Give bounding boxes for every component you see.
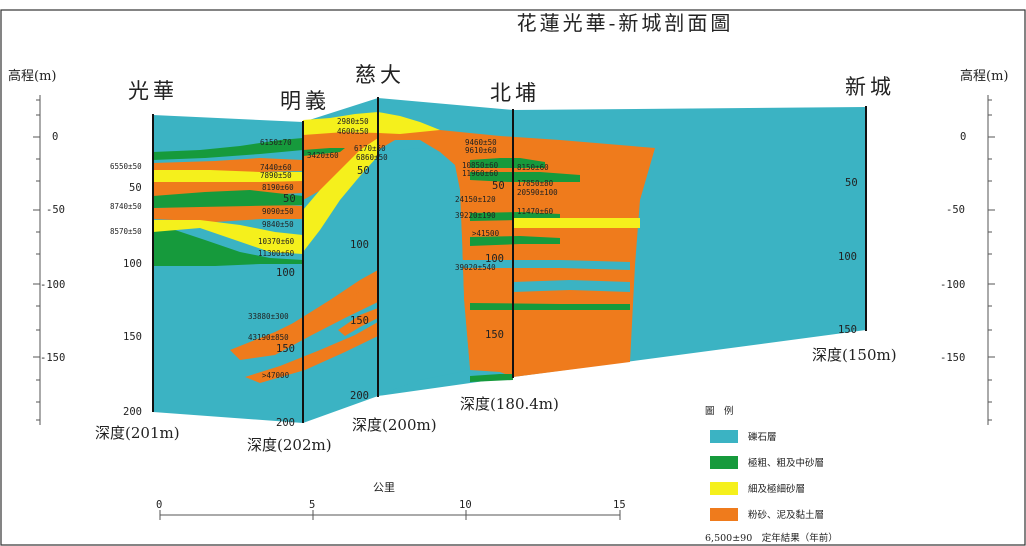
right-elevation-axis: 高程(m) 0 -50 -100 -150: [940, 68, 1008, 425]
legend-label-fine-sand: 細及極細砂層: [748, 483, 805, 495]
site-name-cida: 慈大: [355, 63, 405, 87]
date-beipu-2: 9610±60: [465, 146, 497, 155]
left-axis-label: 高程(m): [8, 68, 56, 84]
date-cida-1: 2980±50: [337, 117, 369, 126]
date-mingyi-6: 9840±50: [262, 220, 294, 229]
date-beipu-4: 11960±60: [462, 169, 499, 178]
xincheng-tick-50: 50: [845, 177, 858, 189]
date-mingyi-10: 43190±850: [248, 333, 289, 342]
legend-swatch-fine-sand: [710, 482, 738, 495]
date-beipu-5: 24150±120: [455, 195, 496, 204]
scale-tick-0: 0: [156, 499, 162, 511]
left-tick-0: 0: [52, 131, 58, 143]
legend: 圖 例 礫石層 極粗、粗及中砂層 細及極細砂層 粉砂、泥及黏土層 6,500±9…: [705, 405, 838, 544]
date-beipu-7: >41500: [472, 229, 500, 238]
date-guanghua-1: 6550±50: [110, 162, 142, 171]
right-tick-100: -100: [940, 279, 965, 291]
date-mingyi-9: 33880±300: [248, 312, 289, 321]
date-cida-3: 6170±50: [354, 144, 386, 153]
coarse-sand-layers: [153, 138, 630, 382]
date-mingyi-11: >47000: [262, 371, 290, 380]
legend-label-silt-clay: 粉砂、泥及黏土層: [748, 509, 824, 521]
date-mingyi-2: 7440±60: [260, 163, 292, 172]
geologic-section: [152, 97, 867, 423]
depth-label-mingyi: 深度(202m): [247, 436, 332, 454]
xincheng-tick-150: 150: [838, 324, 857, 336]
guanghua-tick-150: 150: [123, 331, 142, 343]
depth-label-guanghua: 深度(201m): [95, 424, 180, 442]
date-guanghua-3: 8570±50: [110, 227, 142, 236]
xincheng-tick-100: 100: [838, 251, 857, 263]
radiocarbon-dates: 6550±50 8740±50 8570±50 6150±70 7440±60 …: [110, 117, 558, 380]
guanghua-tick-200: 200: [123, 406, 142, 418]
mingyi-tick-50: 50: [283, 193, 296, 205]
cida-tick-150: 150: [350, 315, 369, 327]
borehole-lines: [152, 97, 867, 423]
date-beipu-6: 39220±190: [455, 211, 496, 220]
date-mingyi-3: 7890±50: [260, 171, 292, 180]
cida-tick-50: 50: [357, 165, 370, 177]
cida-tick-200: 200: [350, 390, 369, 402]
date-mingyi-7: 10370±60: [258, 237, 295, 246]
site-name-mingyi: 明義: [280, 89, 330, 113]
right-tick-0: 0: [960, 131, 966, 143]
depth-label-xincheng: 深度(150m): [812, 346, 897, 364]
borehole-depth-ticks: 50 100 150 200 50 100 150 200 50 100 150…: [123, 165, 858, 429]
guanghua-tick-50: 50: [129, 182, 142, 194]
date-cida-5: 3420±60: [307, 151, 339, 160]
diagram-title: 花蓮光華-新城剖面圖: [517, 11, 734, 35]
depth-label-cida: 深度(200m): [352, 416, 437, 434]
site-name-xincheng: 新城: [845, 75, 895, 99]
legend-label-gravel: 礫石層: [748, 431, 777, 443]
date-beipu-11: 20590±100: [517, 188, 558, 197]
date-cida-2: 4600±50: [337, 127, 369, 136]
left-elevation-axis: 高程(m) 0 -50 -100 -150: [8, 68, 65, 425]
site-name-beipu: 北埔: [490, 81, 540, 105]
site-labels: 光華 明義 慈大 北埔 新城 深度(201m) 深度(202m) 深度(200m…: [95, 63, 897, 454]
date-cida-4: 6860±50: [356, 153, 388, 162]
legend-swatch-silt-clay: [710, 508, 738, 521]
guanghua-tick-100: 100: [123, 258, 142, 270]
date-mingyi-1: 6150±70: [260, 138, 292, 147]
mingyi-tick-100: 100: [276, 267, 295, 279]
legend-label-coarse-sand: 極粗、粗及中砂層: [748, 457, 824, 469]
legend-note: 6,500±90 定年結果（年前）: [705, 532, 838, 544]
gravel-lenses: [378, 148, 630, 396]
left-tick-100: -100: [40, 279, 65, 291]
beipu-tick-100: 100: [485, 253, 504, 265]
date-beipu-8: 39020±540: [455, 263, 496, 272]
date-beipu-3: 10850±60: [462, 161, 499, 170]
date-mingyi-5: 9090±50: [262, 207, 294, 216]
depth-label-beipu: 深度(180.4m): [460, 395, 559, 413]
left-tick-50: -50: [46, 204, 65, 216]
cida-tick-100: 100: [350, 239, 369, 251]
site-name-guanghua: 光華: [128, 79, 178, 103]
mingyi-tick-150: 150: [276, 343, 295, 355]
scale-tick-10: 10: [459, 499, 472, 511]
right-tick-50: -50: [946, 204, 965, 216]
date-mingyi-8: 11300±60: [258, 249, 295, 258]
left-tick-150: -150: [40, 352, 65, 364]
legend-swatch-gravel: [710, 430, 738, 443]
legend-title: 圖 例: [705, 405, 734, 417]
mingyi-tick-200: 200: [276, 417, 295, 429]
distance-scale-bar: 公里 0 5 10 15: [156, 481, 626, 520]
right-axis-label: 高程(m): [960, 68, 1008, 84]
date-beipu-1: 9460±50: [465, 138, 497, 147]
date-mingyi-4: 8190±60: [262, 183, 294, 192]
scale-tick-5: 5: [309, 499, 315, 511]
beipu-tick-150: 150: [485, 329, 504, 341]
date-guanghua-2: 8740±50: [110, 202, 142, 211]
date-beipu-9: 8150±60: [517, 163, 549, 172]
scale-label: 公里: [373, 481, 395, 494]
scale-tick-15: 15: [613, 499, 626, 511]
right-tick-150: -150: [940, 352, 965, 364]
date-beipu-10: 17850±80: [517, 179, 554, 188]
diagram-frame: [0, 9, 1026, 546]
date-beipu-12: 11470±60: [517, 207, 554, 216]
beipu-tick-50: 50: [492, 180, 505, 192]
fine-sand-layers: [153, 112, 640, 254]
legend-swatch-coarse-sand: [710, 456, 738, 469]
